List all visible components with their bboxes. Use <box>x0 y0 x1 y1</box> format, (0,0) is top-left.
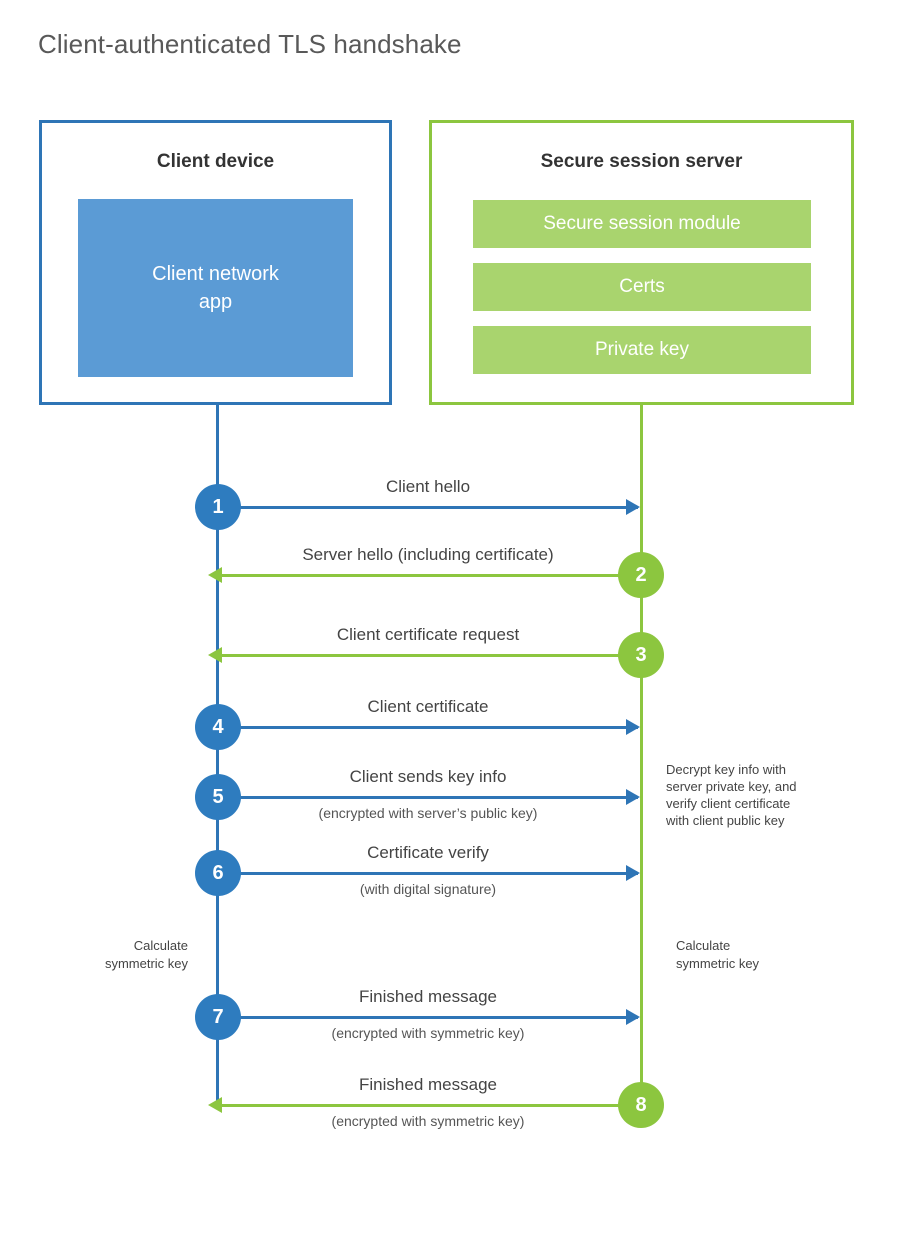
client-lifeline <box>216 405 219 1107</box>
note-server-symkey-line1: Calculate <box>676 938 731 953</box>
step-6-badge: 6 <box>195 850 241 896</box>
client-network-app-block: Client network app <box>78 199 353 377</box>
step-8-sublabel: (encrypted with symmetric key) <box>331 1113 525 1129</box>
step-5-sublabel: (encrypted with server’s public key) <box>318 805 538 821</box>
step-3-badge: 3 <box>618 632 664 678</box>
note-server-decrypt-line1: Decrypt key info with <box>666 762 786 777</box>
server-lifeline <box>640 405 643 1107</box>
note-server-calculate-symmetric-key: Calculate symmetric key <box>676 937 856 973</box>
step-8-label: Finished message <box>359 1075 497 1094</box>
step-7-arrow-line <box>218 1016 638 1019</box>
step-3-arrow-head-icon <box>208 647 222 663</box>
step-6-label: Certificate verify <box>367 843 489 862</box>
step-8-arrow-line <box>222 1104 640 1107</box>
step-1-arrow-line <box>218 506 638 509</box>
note-server-decrypt-line2: server private key, and <box>666 779 797 794</box>
client-device-title: Client device <box>156 151 275 172</box>
step-1-badge: 1 <box>195 484 241 530</box>
step-5-label: Client sends key info <box>349 767 507 786</box>
note-client-symkey-line2: symmetric key <box>104 956 188 971</box>
step-4-arrow-head-icon <box>626 719 640 735</box>
step-5-arrow-head-icon <box>626 789 640 805</box>
server-component-certs: Certs <box>473 263 811 311</box>
step-7-sublabel: (encrypted with symmetric key) <box>331 1025 525 1041</box>
note-server-decrypt-line3: verify client certificate <box>666 796 791 811</box>
step-1-arrow-head-icon <box>626 499 640 515</box>
step-7-badge: 7 <box>195 994 241 1040</box>
client-network-app-label-line1: Client network <box>152 263 279 285</box>
step-1-label: Client hello <box>385 477 471 496</box>
step-2-label: Server hello (including certificate) <box>302 545 554 564</box>
server-component-secure-session-module: Secure session module <box>473 200 811 248</box>
step-6-sublabel: (with digital signature) <box>359 881 497 897</box>
step-7-arrow-head-icon <box>626 1009 640 1025</box>
secure-session-server-title: Secure session server <box>540 151 743 172</box>
step-4-label: Client certificate <box>367 697 489 716</box>
page-title: Client-authenticated TLS handshake <box>38 29 462 59</box>
step-7-label: Finished message <box>359 987 497 1006</box>
client-device-box: Client device Client network app <box>39 120 392 405</box>
step-5-arrow-line <box>218 796 638 799</box>
note-server-decrypt: Decrypt key info with server private key… <box>666 761 836 829</box>
client-network-app-label-line2: app <box>198 291 233 313</box>
step-4-arrow-line <box>218 726 638 729</box>
step-5-badge: 5 <box>195 774 241 820</box>
note-client-calculate-symmetric-key: Calculate symmetric key <box>20 937 188 973</box>
step-2-badge: 2 <box>618 552 664 598</box>
step-8-arrow-head-icon <box>208 1097 222 1113</box>
step-6-arrow-line <box>218 872 638 875</box>
server-component-private-key: Private key <box>473 326 811 374</box>
note-server-decrypt-line4: with client public key <box>666 813 785 828</box>
step-2-arrow-line <box>222 574 640 577</box>
note-client-symkey-line1: Calculate <box>133 938 188 953</box>
step-2-arrow-head-icon <box>208 567 222 583</box>
step-3-label: Client certificate request <box>336 625 520 644</box>
step-4-badge: 4 <box>195 704 241 750</box>
step-6-arrow-head-icon <box>626 865 640 881</box>
step-8-badge: 8 <box>618 1082 664 1128</box>
secure-session-server-box: Secure session server Secure session mod… <box>429 120 854 405</box>
note-server-symkey-line2: symmetric key <box>676 956 760 971</box>
step-3-arrow-line <box>222 654 640 657</box>
